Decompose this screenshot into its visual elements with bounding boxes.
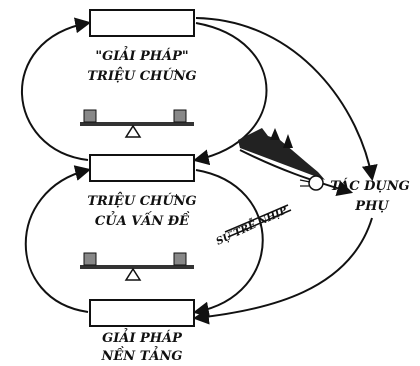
bottom-box-label-line1: GIẢI PHÁP <box>102 328 183 346</box>
middle-box-label-line2: CỦA VẤN ĐỀ <box>95 211 190 229</box>
lower-loop-right-arrow <box>192 169 264 318</box>
top-box-label-line1: "GIẢI PHÁP" <box>95 46 188 64</box>
delay-marker <box>224 204 289 233</box>
mountain-icon <box>238 128 325 180</box>
lower-loop-left-arrow <box>24 165 92 313</box>
middle-box-label-line1: TRIỆU CHỨNG <box>87 192 196 209</box>
bottom-box <box>89 299 195 327</box>
balance-icon-lower <box>80 252 194 281</box>
top-box <box>89 9 195 37</box>
top-box-label-line2: TRIỆU CHỨNG <box>87 67 196 84</box>
arrow-middle-to-side-effect <box>239 149 354 196</box>
bottom-box-label-line2: NỀN TẢNG <box>101 346 183 364</box>
side-effect-label-line2: PHỤ <box>354 199 389 214</box>
balance-icon-upper <box>80 109 194 138</box>
outer-arrow-to-side-effect <box>195 17 378 182</box>
snowball-icon <box>299 175 324 191</box>
upper-loop-left-arrow <box>21 17 92 161</box>
side-effect-label-line1: TÁC DỤNG <box>330 178 410 194</box>
outer-arrow-from-side-effect <box>192 217 373 325</box>
upper-loop-right-arrow <box>192 22 268 166</box>
middle-box <box>89 154 195 182</box>
